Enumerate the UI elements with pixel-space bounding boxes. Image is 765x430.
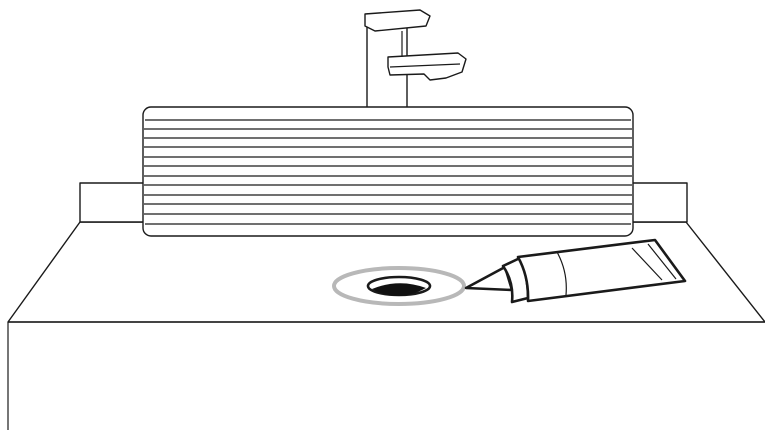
basin-body	[143, 107, 633, 236]
faucet-icon	[365, 10, 466, 112]
sink-basin-icon	[143, 107, 633, 236]
faucet-lever	[365, 10, 430, 31]
